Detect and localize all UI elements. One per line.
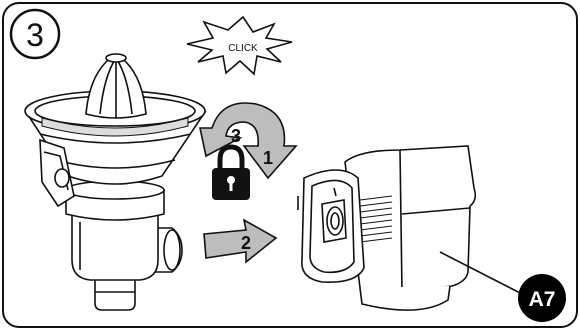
rotation-step-1: 1	[263, 148, 273, 168]
push-step-label: 2	[241, 233, 251, 253]
step-number: 3	[26, 17, 44, 53]
callout-label: A7	[529, 288, 556, 311]
click-text: CLICK	[228, 43, 258, 54]
step-badge: 3	[11, 10, 59, 58]
rotation-step-3: 3	[231, 126, 241, 146]
